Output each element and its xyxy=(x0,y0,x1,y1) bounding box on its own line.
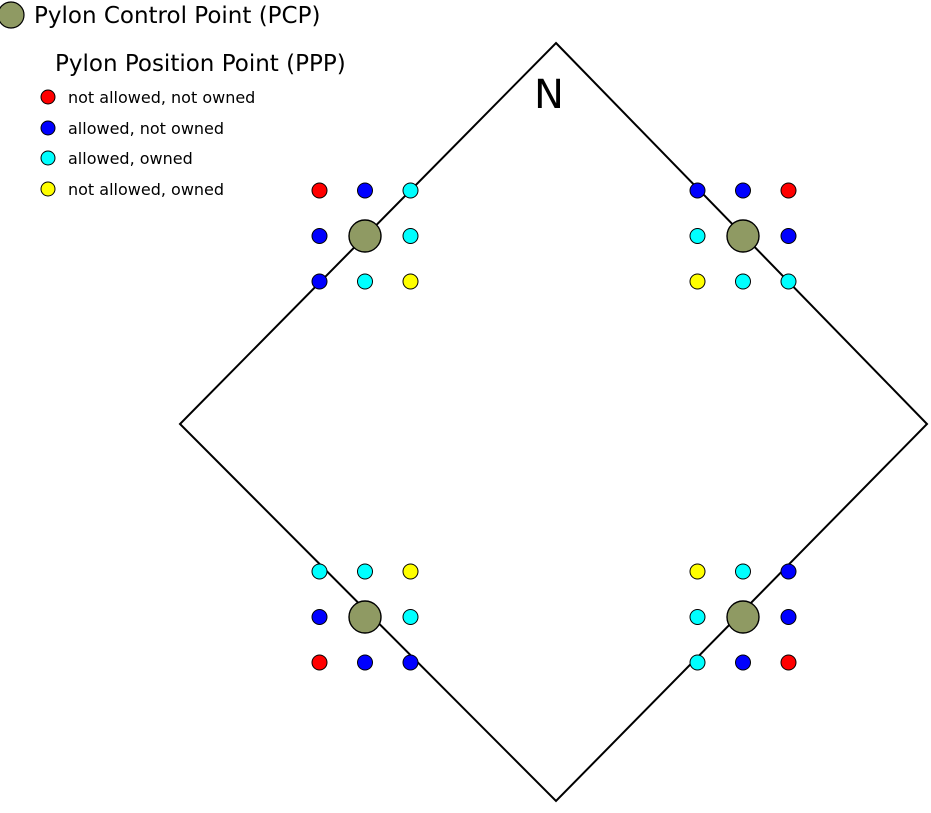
yellow-dot-swatch xyxy=(40,181,56,197)
legend-item-blue: allowed, not owned xyxy=(40,119,224,138)
diamond-outline xyxy=(178,41,929,803)
pylon-cluster-north-east xyxy=(689,182,797,290)
legend-item-red: not allowed, not owned xyxy=(40,88,255,107)
pcp-legend-label: Pylon Control Point (PCP) xyxy=(34,3,320,29)
ppp-dot-red xyxy=(311,654,328,671)
ppp-dot-red xyxy=(311,182,328,199)
pcp-circle xyxy=(726,219,760,253)
ppp-dot-blue xyxy=(311,609,328,625)
ppp-dot-blue xyxy=(689,182,706,199)
pylon-cluster-south-east xyxy=(689,563,797,671)
ppp-dot-blue xyxy=(780,563,797,580)
cyan-dot-swatch xyxy=(40,150,56,166)
ppp-dot-cyan xyxy=(357,273,373,290)
legend-item-label: not allowed, owned xyxy=(68,180,224,199)
pcp-circle xyxy=(726,600,760,634)
ppp-dot-cyan xyxy=(402,182,419,199)
ppp-dot-yellow xyxy=(689,563,706,580)
legend-item-label: not allowed, not owned xyxy=(68,88,255,107)
legend-item-label: allowed, owned xyxy=(68,149,193,168)
ppp-dot-cyan xyxy=(689,609,706,625)
ppp-dot-cyan xyxy=(735,563,751,580)
ppp-dot-blue xyxy=(357,182,373,199)
ppp-dot-blue xyxy=(311,273,328,290)
pylon-clusters xyxy=(311,182,797,671)
legend-item-label: allowed, not owned xyxy=(68,119,224,138)
ppp-dot-blue xyxy=(402,654,419,671)
ppp-dot-red xyxy=(780,182,797,199)
legend-item-cyan: allowed, owned xyxy=(40,149,193,168)
ppp-dot-red xyxy=(780,654,797,671)
pcp-legend-swatch xyxy=(0,1,25,29)
ppp-dot-yellow xyxy=(402,273,419,290)
ppp-dot-blue xyxy=(780,228,797,244)
ppp-dot-blue xyxy=(311,228,328,244)
pcp-circle xyxy=(348,600,382,634)
blue-dot-swatch xyxy=(40,120,56,136)
ppp-dot-blue xyxy=(780,609,797,625)
pcp-circle xyxy=(348,219,382,253)
ppp-dot-cyan xyxy=(357,563,373,580)
ppp-dot-blue xyxy=(735,182,751,199)
ppp-dot-cyan xyxy=(689,654,706,671)
ppp-dot-cyan xyxy=(780,273,797,290)
ppp-legend-title: Pylon Position Point (PPP) xyxy=(55,51,346,77)
ppp-dot-blue xyxy=(735,654,751,671)
ppp-dot-blue xyxy=(357,654,373,671)
ppp-dot-cyan xyxy=(735,273,751,290)
legend: Pylon Control Point (PCP) Pylon Position… xyxy=(0,1,346,199)
legend-item-yellow: not allowed, owned xyxy=(40,180,224,199)
ppp-dot-yellow xyxy=(402,563,419,580)
ppp-dot-cyan xyxy=(311,563,328,580)
north-label: N xyxy=(534,72,564,118)
ppp-dot-cyan xyxy=(402,609,419,625)
ppp-dot-yellow xyxy=(689,273,706,290)
ppp-dot-cyan xyxy=(689,228,706,244)
pylon-cluster-north-west xyxy=(311,182,419,290)
pylon-cluster-south-west xyxy=(311,563,419,671)
ppp-dot-cyan xyxy=(402,228,419,244)
red-dot-swatch xyxy=(40,89,56,105)
